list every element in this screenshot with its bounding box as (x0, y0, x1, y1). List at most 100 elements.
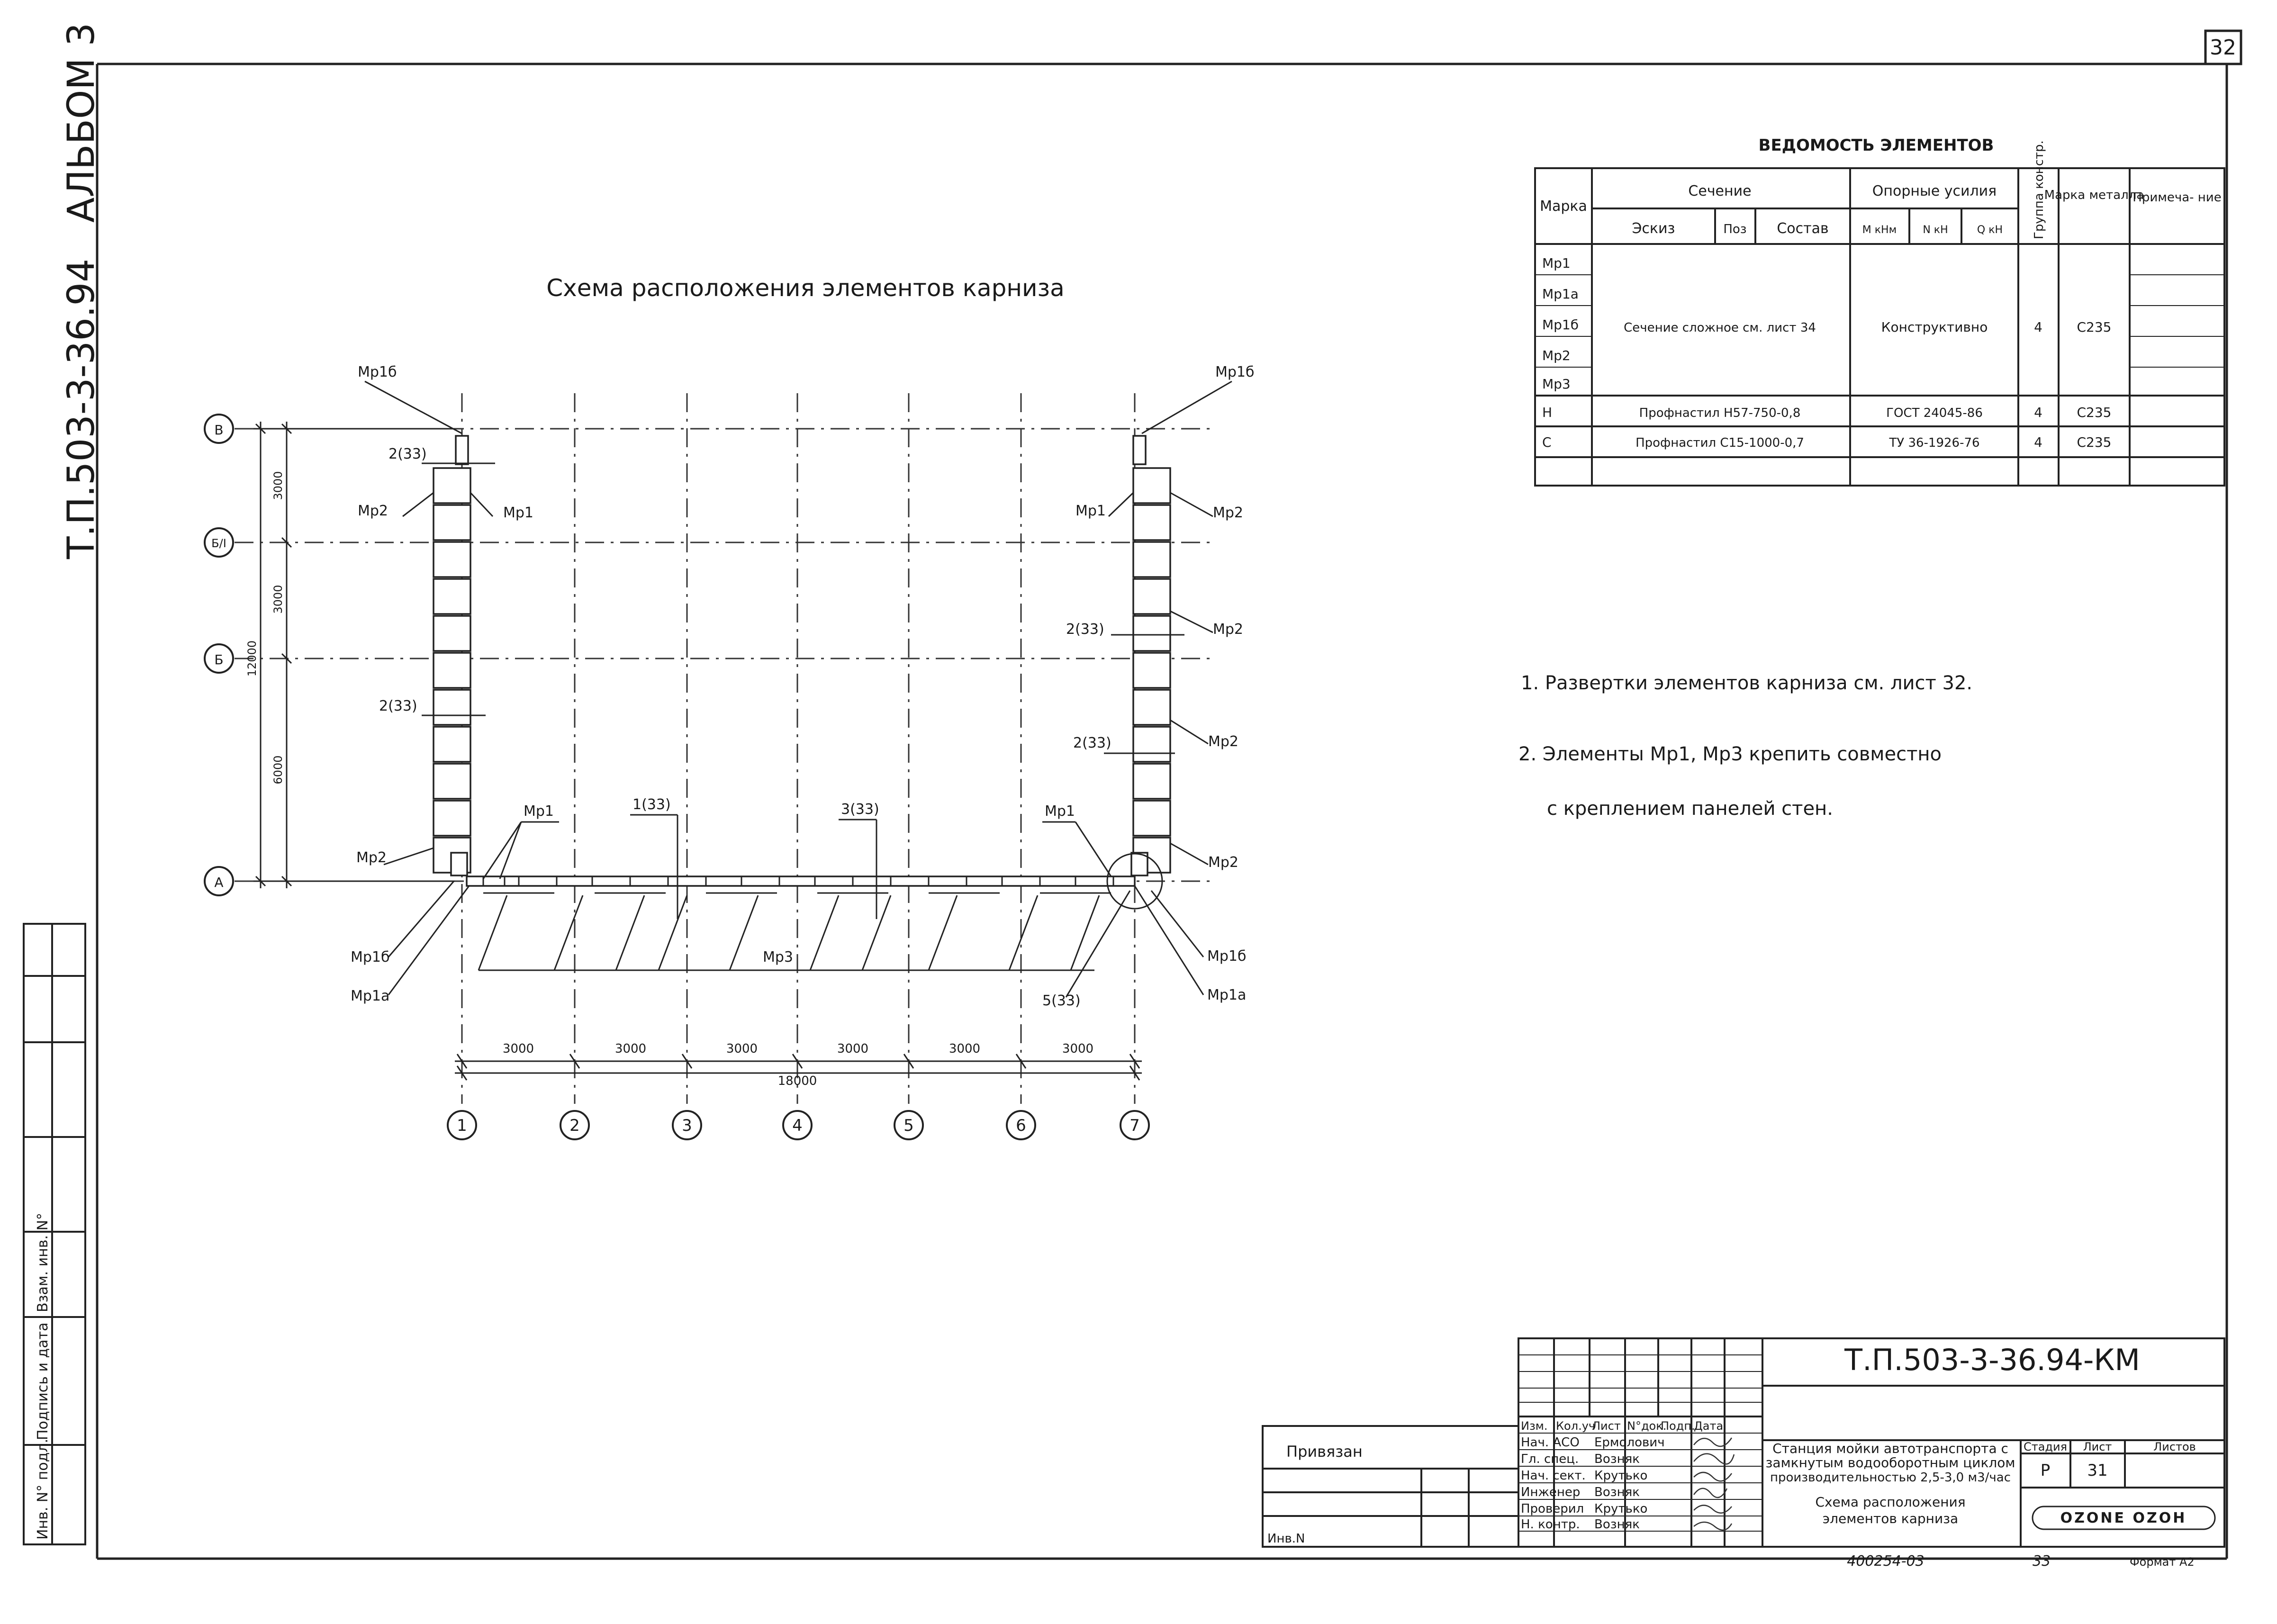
row-c-section: Профнастил С15-1000-0,7 (1635, 436, 1804, 450)
col-poz: Поз (1723, 222, 1746, 236)
col-gruppa: Группа констр. (2032, 140, 2046, 239)
name: Ермолович (1594, 1435, 1665, 1450)
head-kol: Кол.уч (1556, 1419, 1595, 1433)
head-ndok: N°док. (1627, 1419, 1666, 1433)
axis-label-col: 3 (682, 1116, 692, 1135)
row-mark: Мр3 (1542, 376, 1571, 392)
row-c-steel: С235 (2077, 434, 2112, 450)
dim-x: 3000 (1062, 1042, 1093, 1056)
dim-x: 3000 (503, 1042, 534, 1056)
col-marka: Марка (1540, 198, 1587, 215)
note-1: 1. Развертки элементов карниза см. лист … (1521, 672, 1972, 694)
col-q: Q кН (1977, 224, 2003, 236)
col-primechanie: Примеча- ние (2132, 190, 2221, 205)
label-mp3: Мр3 (763, 949, 793, 965)
col-n: N кН (1923, 224, 1948, 236)
axis-label-col: 1 (457, 1116, 467, 1135)
project-line: производительностью 2,5-3,0 м3/час (1770, 1471, 2011, 1485)
row-mark: Мр2 (1542, 348, 1571, 363)
head-list: Лист (1592, 1419, 1621, 1433)
row-n-g: 4 (2034, 405, 2042, 420)
label-mp2: Мр2 (356, 849, 387, 866)
head-podp: Подп. (1661, 1419, 1695, 1433)
label-mp1a: Мр1а (351, 988, 389, 1004)
name: Возняк (1594, 1485, 1640, 1499)
row-c-g: 4 (2034, 434, 2042, 450)
axis-label-row: В (214, 422, 223, 438)
side-code: Т.П.503-3-36.94 (60, 259, 103, 559)
col-m: M кНм (1862, 224, 1897, 236)
doc-code: Т.П.503-3-36.94-КМ (1844, 1343, 2140, 1377)
company-logo: OZONE OZOH (2032, 1506, 2216, 1530)
label-section: 2(33) (379, 698, 417, 714)
dim-x: 3000 (837, 1042, 868, 1056)
axis-label-row: Б (214, 652, 223, 668)
name: Возняк (1594, 1517, 1640, 1532)
row-mark: С (1542, 434, 1552, 450)
dim-y-total: 12000 (245, 641, 259, 677)
side-stamp (23, 923, 86, 1545)
role: Нач. сект. (1521, 1469, 1586, 1483)
head-izm: Изм. (1521, 1419, 1547, 1433)
axis-label-col: 4 (792, 1116, 803, 1135)
plan-drawing: 1 2 3 4 5 6 7 В Б/I Б А (204, 364, 1255, 1140)
role: Н. контр. (1521, 1517, 1580, 1532)
role: Инженер (1521, 1485, 1580, 1499)
head-data: Дата (1694, 1419, 1723, 1433)
dim-x: 3000 (726, 1042, 758, 1056)
signatures (1693, 1437, 1735, 1531)
sheet-value: 31 (2087, 1461, 2107, 1480)
row-mark: Мр1а (1542, 286, 1579, 302)
table-title: ВЕДОМОСТЬ ЭЛЕМЕНТОВ (1759, 136, 1994, 155)
label-mp1: Мр1 (524, 803, 554, 820)
col-marka-metalla: Марка металла (2044, 188, 2144, 202)
role: Гл. спец. (1521, 1452, 1579, 1466)
label-mp1b: Мр1б (358, 364, 397, 380)
group-efforts: Конструктивно (1881, 319, 1988, 335)
inv-label: Инв.N (1267, 1532, 1305, 1546)
label-section: 2(33) (389, 446, 427, 462)
col-efforts: Опорные усилия (1872, 183, 1997, 199)
label-section: 1(33) (632, 796, 671, 813)
name: Возняк (1594, 1452, 1640, 1466)
axis-label-row: А (214, 875, 223, 890)
row-mark: Мр1 (1542, 255, 1571, 271)
axis-label-row: Б/I (211, 537, 226, 550)
stamp-inv-label: Инв. N° подл. (35, 1439, 51, 1540)
footer-num: 33 (2033, 1553, 2051, 1570)
group-steel: С235 (2077, 319, 2112, 335)
group-g: 4 (2034, 319, 2042, 335)
dim-y: 3000 (271, 585, 285, 614)
label-mp1b: Мр1б (351, 949, 390, 965)
label-mp2: Мр2 (1208, 733, 1238, 750)
label-mp1: Мр1 (1075, 503, 1106, 519)
label-mp2: Мр2 (1213, 505, 1243, 521)
note-2-cont: с креплением панелей стен. (1547, 798, 1833, 820)
label-section: 2(33) (1066, 621, 1104, 638)
axis-label-col: 5 (904, 1116, 914, 1135)
label-mp1: Мр1 (1045, 803, 1075, 820)
axis-label-col: 2 (569, 1116, 580, 1135)
row-n-steel: С235 (2077, 405, 2112, 420)
footer-code: 400254-03 (1847, 1553, 1925, 1570)
plan-title: Схема расположения элементов карниза (546, 274, 1065, 302)
label-mp1: Мр1 (503, 505, 533, 521)
name: Крутько (1594, 1502, 1647, 1516)
elements-table: Марка Сечение Опорные усилия Марка метал… (1534, 140, 2225, 487)
stage-value: Р (2041, 1461, 2051, 1480)
project-line: Станция мойки автотранспорта с (1772, 1441, 2008, 1456)
col-sostav: Состав (1777, 220, 1828, 237)
stamp-vzam-label: Взам. инв. N° (35, 1213, 51, 1312)
label-mp1a: Мр1а (1207, 987, 1246, 1003)
sheet-title-line: Схема расположения (1815, 1494, 1965, 1510)
label-mp2: Мр2 (1213, 621, 1243, 638)
dim-total: 18000 (778, 1074, 817, 1088)
project-line: замкнутым водооборотным циклом (1765, 1455, 2015, 1471)
format-label: Формат А2 (2130, 1555, 2195, 1569)
stamp-sign-label: Подпись и дата (35, 1323, 51, 1441)
row-n-std: ГОСТ 24045-86 (1886, 406, 1983, 420)
logo-text: OZONE OZOH (2060, 1510, 2187, 1526)
name: Крутько (1594, 1469, 1647, 1483)
col-section: Сечение (1688, 183, 1751, 199)
